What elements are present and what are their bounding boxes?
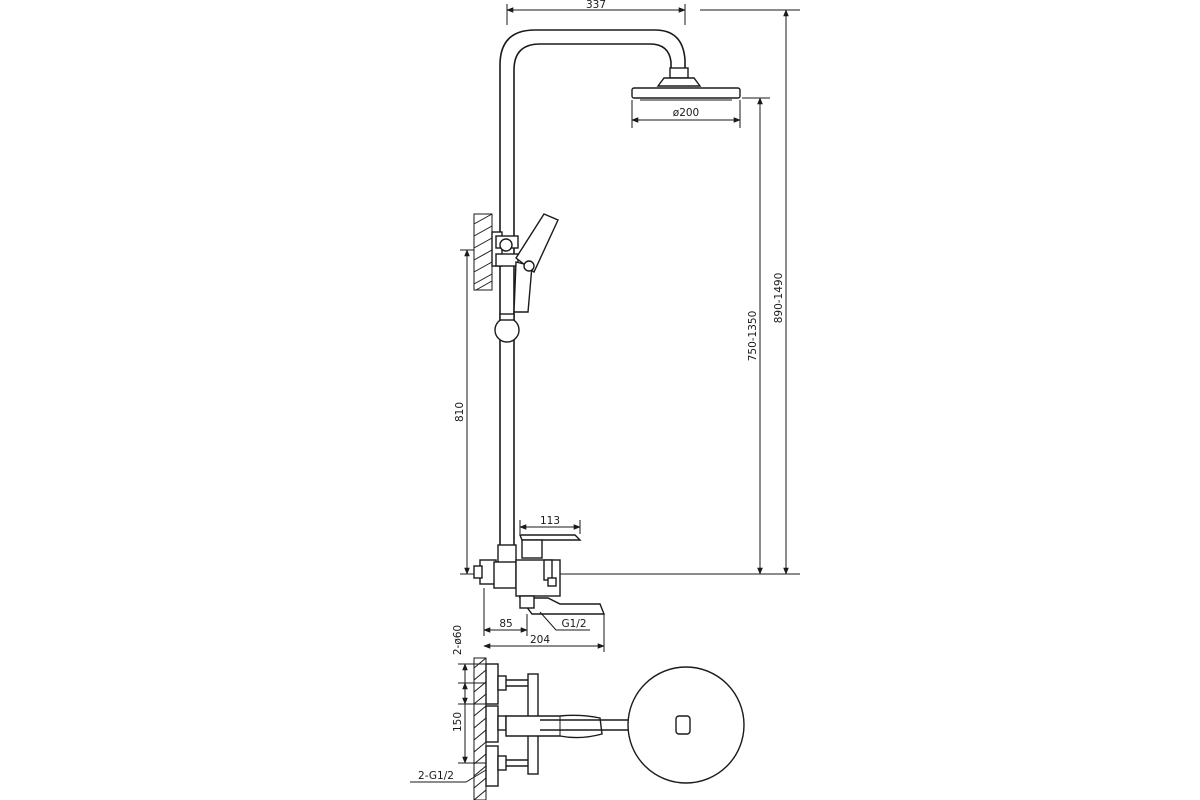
dim-head-diameter: ø200 (631, 100, 741, 128)
diverter-connector (473, 544, 517, 589)
dim-spout-length: 204 (483, 614, 605, 652)
riser-pipe (499, 29, 686, 560)
dim-flange-diameter: 2-ø60 (452, 625, 486, 705)
rain-shower-head (631, 67, 741, 101)
wall-flanges (485, 663, 507, 787)
side-elevation-view: 337 ø200 890-1490 750-1350 810 (454, 0, 800, 652)
dim-head-height: 750-1350 (742, 97, 770, 575)
dim-text-810: 810 (454, 402, 466, 422)
mixer-plan (505, 714, 603, 739)
dim-top-width: 337 (506, 0, 686, 25)
dim-text-flange-diameter: 2-ø60 (452, 625, 464, 655)
plan-view: 2-ø60 150 2-G1/2 (410, 625, 745, 800)
thermostatic-mixer (515, 534, 606, 615)
dim-text-113: 113 (540, 515, 560, 527)
leader-inlet-thread: G1/2 (539, 611, 590, 631)
slider-knob (494, 313, 520, 343)
dim-inlet-offset: 85 (483, 588, 528, 636)
upper-wall-bracket (473, 213, 519, 291)
hand-shower (499, 213, 559, 313)
leader-inlets-thread: 2-G1/2 (410, 769, 487, 783)
round-head-plan (627, 666, 745, 784)
dim-text-204: 204 (530, 634, 550, 646)
wall-hatch (473, 657, 487, 800)
dim-mixer-depth: 113 (519, 515, 581, 534)
dim-text-head-height: 750-1350 (747, 311, 759, 362)
dim-text-337: 337 (586, 0, 606, 11)
dim-text-overall-height: 890-1490 (773, 273, 785, 324)
dim-bar-height: 810 (454, 249, 474, 575)
dim-text-g12: G1/2 (561, 618, 586, 630)
dim-text-150: 150 (452, 712, 464, 732)
dim-text-inlets-thread: 2-G1/2 (418, 770, 454, 782)
dim-text-85: 85 (499, 618, 512, 630)
dim-text-head-diameter: ø200 (673, 107, 699, 119)
dim-inlet-spacing: 150 (452, 682, 486, 764)
